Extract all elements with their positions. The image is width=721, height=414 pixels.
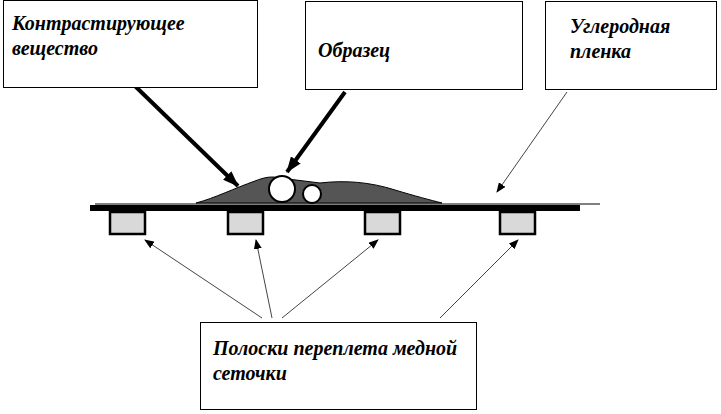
leader-arrow [135, 86, 238, 186]
carbon-film [95, 204, 600, 205]
box-label: Углеродная пленка [570, 14, 708, 64]
label-box: Образец [305, 1, 523, 90]
label-box: Полоски переплета медной сеточки [200, 322, 477, 410]
leader-arrows [145, 240, 518, 318]
label-box: Контрастирующее вещество [3, 0, 258, 88]
box-label: Образец [318, 38, 514, 63]
box-label: Контрастирующее вещество [12, 11, 249, 61]
grid-bars [110, 212, 535, 234]
leader-arrow [287, 92, 345, 172]
label-box: Углеродная пленка [545, 1, 717, 90]
leader-arrow [497, 92, 567, 192]
sample-particle [303, 185, 321, 203]
box-label: Полоски переплета медной сеточки [213, 336, 468, 386]
sample-particle [269, 176, 295, 202]
grid-strip [90, 205, 580, 211]
